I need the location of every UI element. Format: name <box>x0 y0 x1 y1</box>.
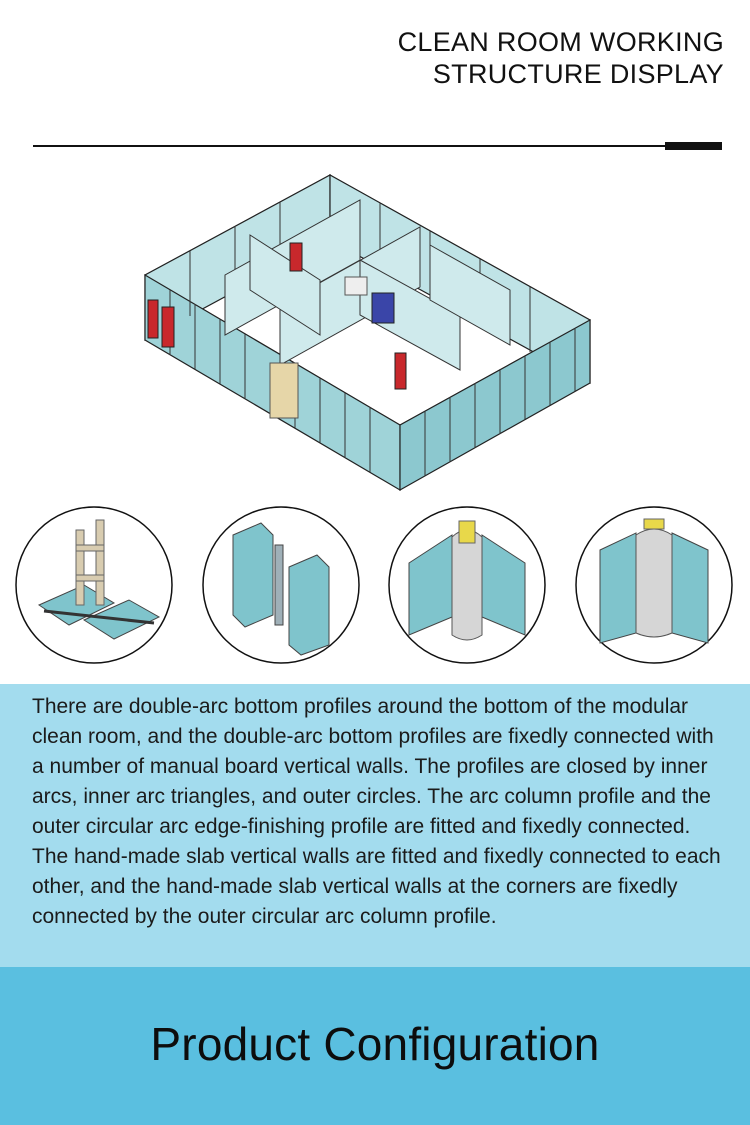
page-title-line-1: CLEAN ROOM WORKING <box>397 27 724 57</box>
arc-column-detail-icon <box>388 506 546 664</box>
description-panel: There are double-arc bottom profiles aro… <box>0 684 750 967</box>
page-title: CLEAN ROOM WORKING STRUCTURE DISPLAY <box>398 26 724 90</box>
outer-arc-corner-detail-icon <box>575 506 733 664</box>
section-title: Product Configuration <box>150 1018 600 1070</box>
title-divider <box>33 145 717 147</box>
description-text: There are double-arc bottom profiles aro… <box>32 695 721 928</box>
clean-room-isometric-illustration <box>143 173 592 492</box>
section-banner: Product Configuration <box>0 967 750 1125</box>
title-divider-accent <box>665 142 722 150</box>
panel-joint-detail-icon <box>202 506 360 664</box>
bottom-profile-detail-icon <box>15 506 173 664</box>
page-title-line-2: STRUCTURE DISPLAY <box>432 59 724 89</box>
